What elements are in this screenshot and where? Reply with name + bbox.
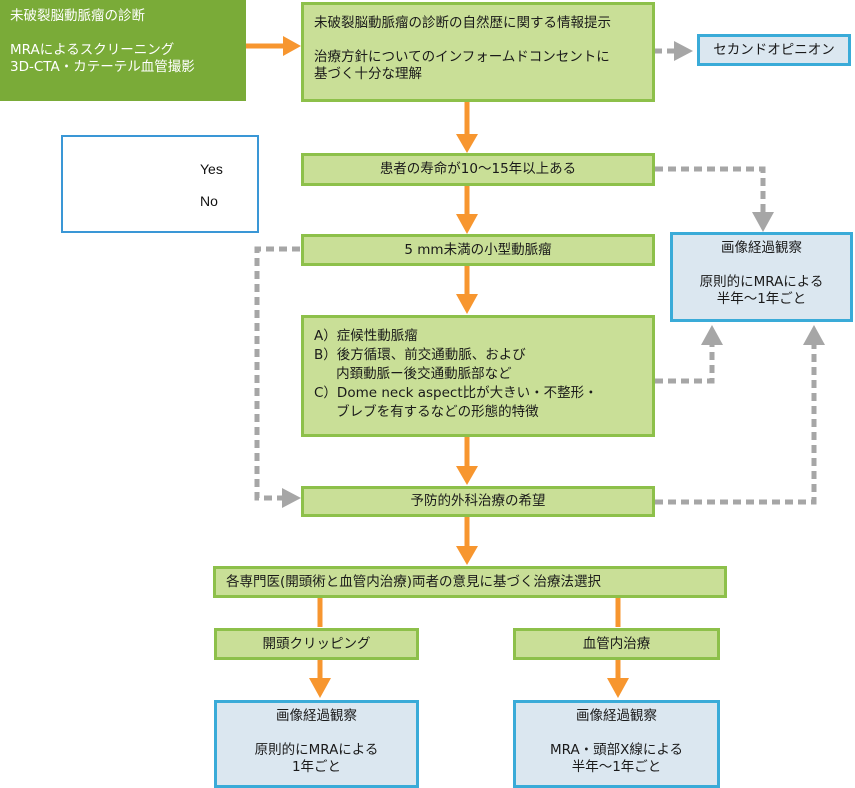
second-opinion-box: セカンドオピニオン	[697, 34, 851, 66]
info-line-3: 基づく十分な理解	[314, 66, 422, 82]
life-expectancy-label: 患者の寿命が10〜15年以上ある	[379, 161, 577, 177]
legend-no-label: No	[200, 193, 218, 209]
clipping-box: 開頭クリッピング	[214, 628, 419, 660]
observation-clipping-line-2: 1年ごと	[291, 759, 342, 775]
observation-endovascular-title: 画像経過観察	[576, 708, 657, 724]
start-line-2: 3D-CTA・カテーテル血管撮影	[10, 59, 195, 75]
criteria-c-1: C）Dome neck aspect比が大きい・不整形・	[314, 385, 598, 401]
info-consent-box: 未破裂脳動脈瘤の診断の自然歴に関する情報提示 治療方針についてのインフォームドコ…	[301, 2, 655, 102]
observation-endovascular-line-2: 半年〜1年ごと	[571, 759, 662, 775]
yes-arrow-small-to-criteria	[456, 265, 478, 314]
legend-yes-label: Yes	[200, 161, 223, 177]
yes-arrow-criteria-to-wish	[456, 437, 478, 485]
criteria-b-2: 内頚動脈ー後交通動脈部など	[314, 366, 512, 382]
life-expectancy-box: 患者の寿命が10〜15年以上ある	[301, 153, 655, 186]
preventive-wish-box: 予防的外科治療の希望	[301, 486, 655, 517]
info-line-2: 治療方針についてのインフォームドコンセントに	[314, 49, 610, 65]
yes-arrow-wish-to-choice	[456, 516, 478, 565]
small-aneurysm-box: 5 mm未満の小型動脈瘤	[301, 234, 655, 266]
no-arrow-wish-to-observation	[655, 325, 825, 505]
criteria-box: A）症候性動脈瘤 B）後方循環、前交通動脈、および 内頚動脈ー後交通動脈部など …	[301, 315, 655, 437]
criteria-a: A）症候性動脈瘤	[314, 328, 418, 344]
endovascular-box: 血管内治療	[513, 628, 720, 660]
yes-arrow-info-to-life	[456, 101, 478, 153]
specialist-choice-label: 各専門医(開頭術と血管内治療)両者の意見に基づく治療法選択	[226, 574, 602, 590]
observation-endovascular-line-1: MRA・頭部X線による	[549, 742, 684, 758]
start-title: 未破裂脳動脈瘤の診断	[10, 8, 145, 24]
second-opinion-label: セカンドオピニオン	[713, 41, 835, 58]
observation-top-box: 画像経過観察 原則的にMRAによる 半年〜1年ごと	[670, 232, 853, 322]
small-aneurysm-label: 5 mm未満の小型動脈瘤	[404, 241, 552, 258]
clipping-label: 開頭クリッピング	[262, 635, 371, 652]
no-arrow-small-to-wish	[254, 246, 301, 508]
no-arrow-criteria-to-observation	[655, 325, 723, 384]
observation-endovascular-box: 画像経過観察 MRA・頭部X線による 半年〜1年ごと	[513, 700, 720, 788]
endovascular-label: 血管内治療	[582, 635, 651, 652]
yes-arrow-life-to-small	[456, 184, 478, 234]
observation-clipping-title: 画像経過観察	[276, 708, 357, 724]
preventive-wish-label: 予防的外科治療の希望	[410, 493, 546, 509]
start-diagnosis-box: 未破裂脳動脈瘤の診断 MRAによるスクリーニング 3D-CTA・カテーテル血管撮…	[0, 0, 246, 101]
start-line-1: MRAによるスクリーニング	[10, 42, 175, 58]
observation-clipping-box: 画像経過観察 原則的にMRAによる 1年ごと	[214, 700, 419, 788]
specialist-choice-box: 各専門医(開頭術と血管内治療)両者の意見に基づく治療法選択	[213, 566, 727, 598]
criteria-b-1: B）後方循環、前交通動脈、および	[314, 347, 526, 363]
observation-top-line-2: 半年〜1年ごと	[716, 291, 807, 307]
no-arrow-life-to-observation	[655, 166, 774, 232]
observation-top-line-1: 原則的にMRAによる	[699, 274, 824, 290]
info-line-1: 未破裂脳動脈瘤の診断の自然歴に関する情報提示	[314, 15, 611, 31]
yes-arrow-endovascular-to-observation	[607, 659, 629, 698]
legend-box: Yes No	[61, 135, 259, 233]
observation-clipping-line-1: 原則的にMRAによる	[254, 742, 379, 758]
yes-arrow-start-to-info	[245, 36, 301, 56]
criteria-c-2: ブレブを有するなどの形態的特徴	[314, 404, 539, 420]
no-arrow-info-to-second-opinion	[654, 41, 693, 61]
observation-top-title: 画像経過観察	[721, 240, 802, 256]
yes-arrow-clipping-to-observation	[309, 659, 331, 698]
